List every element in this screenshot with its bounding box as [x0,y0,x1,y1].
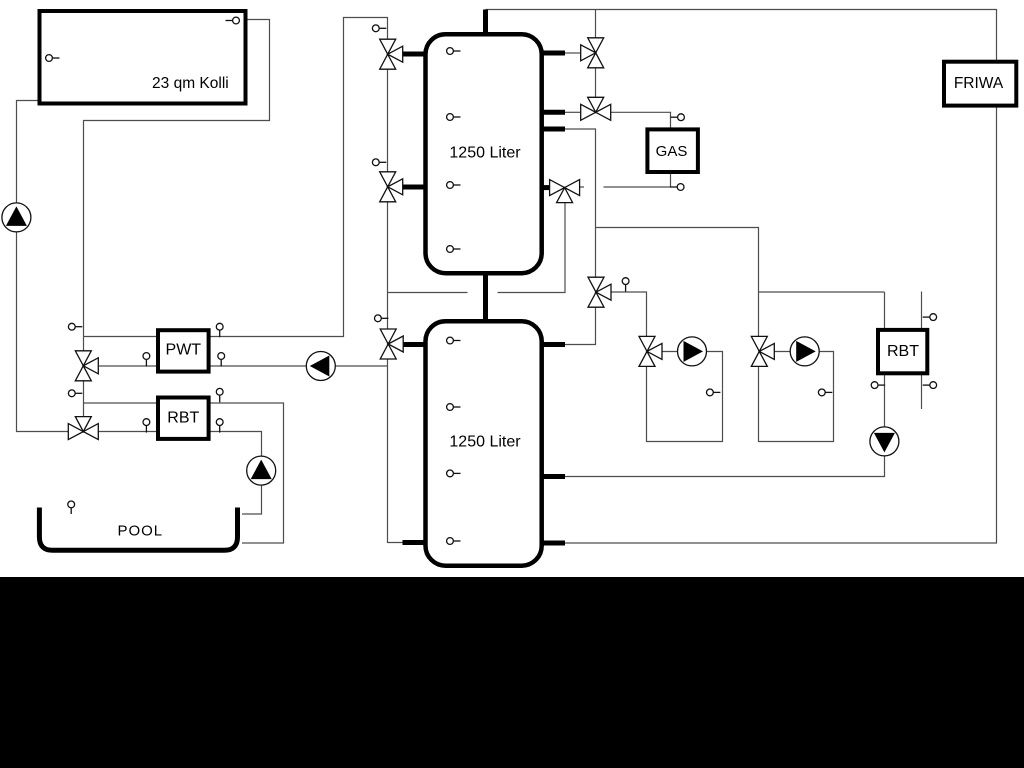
svg-text:PWT: PWT [166,342,202,359]
svg-text:1250 Liter: 1250 Liter [449,433,521,450]
svg-text:RBT: RBT [887,343,919,360]
svg-text:23 qm Kolli: 23 qm Kolli [152,75,229,92]
svg-text:FRIWA: FRIWA [954,75,1004,92]
svg-text:GAS: GAS [656,143,688,160]
svg-text:POOL: POOL [117,523,163,540]
svg-text:RBT: RBT [167,410,199,427]
svg-text:1250 Liter: 1250 Liter [449,145,521,162]
